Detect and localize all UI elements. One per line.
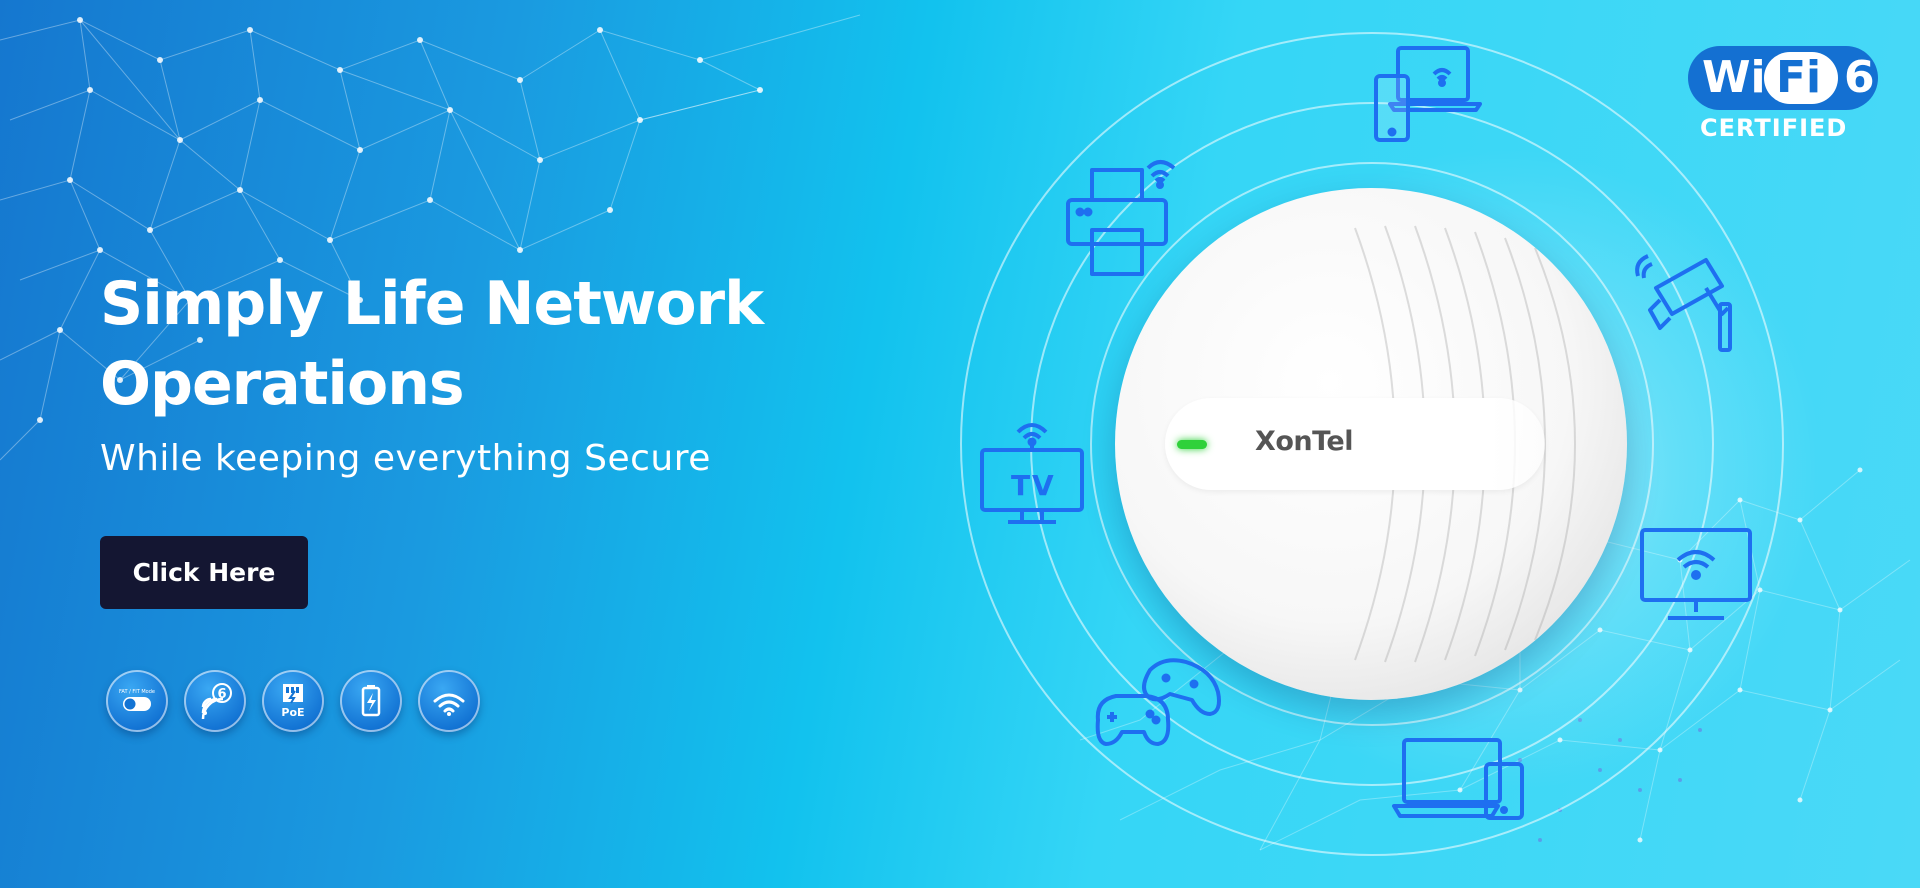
- headline: Simply Life Network Operations: [100, 269, 764, 419]
- laptop-tablet-icon: [1392, 736, 1526, 822]
- security-camera-icon: [1630, 248, 1740, 358]
- feature-label-fat-fit: FAT / FIT Mode: [119, 689, 155, 695]
- printer-icon: [1064, 160, 1182, 278]
- status-led: [1177, 440, 1207, 449]
- subheadline: While keeping everything Secure: [100, 438, 711, 479]
- svg-text:T: T: [1011, 469, 1030, 502]
- click-here-button[interactable]: Click Here: [100, 536, 308, 609]
- wifi6-signal-icon: 6: [184, 670, 246, 732]
- feature-label-six: 6: [217, 687, 226, 702]
- phone-laptop-icon: [1372, 44, 1484, 144]
- network-pattern-top-left: [0, 14, 861, 461]
- svg-text:V: V: [1032, 469, 1054, 502]
- battery-charge-icon: [340, 670, 402, 732]
- wifi-signal-icon: [418, 670, 480, 732]
- wifi6-wi-text: Wi: [1702, 52, 1766, 103]
- device-label-plate: [1165, 398, 1545, 490]
- brand-logo-text: XonTel: [1255, 426, 1354, 457]
- wifi6-fi-box: [1764, 52, 1838, 104]
- poe-icon: PoE: [262, 670, 324, 732]
- wifi6-certified-badge: Wi Fi 6 CERTIFIED: [1688, 46, 1878, 146]
- feature-label-poe: PoE: [281, 706, 304, 719]
- orbit-ring-inner: [1090, 162, 1654, 726]
- feature-icons: FAT / FIT Mode 6 PoE: [106, 670, 480, 732]
- wifi6-fi-text: Fi: [1776, 52, 1822, 103]
- monitor-icon: [1638, 526, 1754, 626]
- wifi6-certified-text: CERTIFIED: [1700, 114, 1848, 142]
- wifi6-six-text: 6: [1844, 52, 1875, 103]
- access-point-device: XonTel: [1115, 188, 1627, 700]
- gamepads-icon: [1094, 656, 1226, 772]
- tv-icon: T V: [978, 418, 1086, 526]
- orbit-ring-outer: [960, 32, 1784, 856]
- fat-fit-mode-toggle-icon: FAT / FIT Mode: [106, 670, 168, 732]
